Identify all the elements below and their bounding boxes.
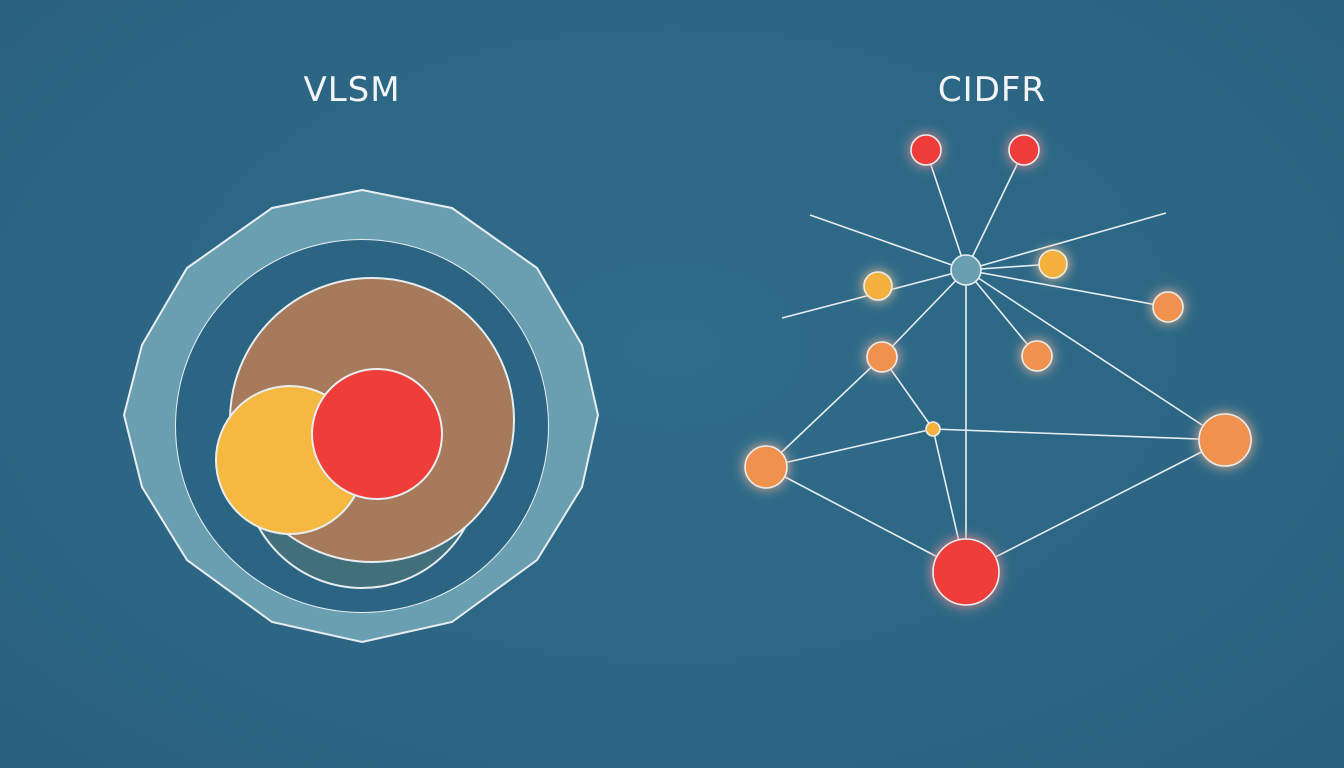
node-orange-far-right <box>1152 291 1184 323</box>
link <box>965 269 1038 357</box>
link <box>765 466 967 573</box>
cidfr-diagram <box>744 134 1252 606</box>
node-orange-right <box>1198 413 1252 467</box>
node-orange-mid-right <box>1021 340 1053 372</box>
network-links <box>765 149 1226 573</box>
node-red-bottom <box>932 538 1000 606</box>
link <box>765 356 883 468</box>
link <box>932 428 1226 441</box>
node-yellow-left <box>863 271 893 301</box>
node-orange-mid-left <box>866 341 898 373</box>
link <box>965 269 1226 441</box>
node-red-top-left <box>910 134 942 166</box>
link <box>765 428 934 468</box>
node-red-top-right <box>1008 134 1040 166</box>
link <box>925 149 967 271</box>
link <box>965 269 1169 308</box>
node-yellow-right <box>1038 249 1068 279</box>
node-orange-left <box>744 445 788 489</box>
vlsm-title: VLSM <box>303 70 401 110</box>
network-nodes <box>744 134 1252 606</box>
link <box>965 149 1025 271</box>
link <box>965 439 1226 573</box>
node-hub <box>950 254 982 286</box>
cidfr-title: CIDFR <box>937 70 1047 110</box>
link <box>965 212 1167 271</box>
node-yellow-small <box>925 421 941 437</box>
vlsm-diagram <box>122 188 600 644</box>
link <box>881 269 967 358</box>
link <box>809 214 967 271</box>
small-subnet-circle <box>311 368 443 500</box>
